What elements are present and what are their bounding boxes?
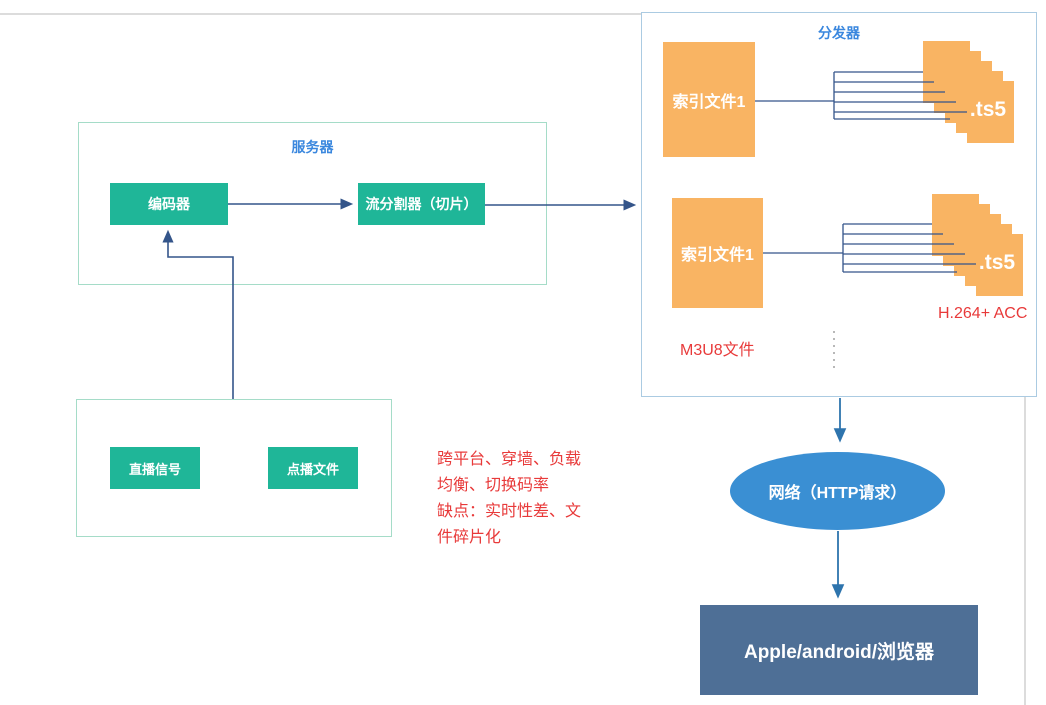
ts-file-label-1: .ts5	[969, 98, 1007, 121]
live-signal-node: 直播信号	[110, 447, 200, 489]
ts-sheet	[967, 81, 1014, 143]
note-line: 缺点：实时性差、文	[437, 503, 582, 520]
m3u8-note: M3U8文件	[680, 342, 755, 359]
index-file-node-2: 索引文件1	[672, 198, 763, 308]
ts-file-label-2: .ts5	[978, 251, 1016, 274]
encoder-node: 编码器	[110, 183, 228, 225]
ts-sheet	[976, 234, 1023, 296]
codec-note: H.264+ ACC	[938, 305, 1028, 322]
vod-file-node: 点播文件	[268, 447, 358, 489]
index-file-node-1: 索引文件1	[663, 42, 755, 157]
note-line: 件碎片化	[437, 529, 502, 546]
splitter-node: 流分割器（切片）	[358, 183, 485, 225]
distributor-group-title: 分发器	[818, 25, 860, 41]
client-node: Apple/android/浏览器	[700, 605, 978, 695]
server-group-title: 服务器	[291, 139, 334, 155]
page-edge-right-line	[1024, 397, 1026, 705]
network-node: 网络（HTTP请求）	[730, 452, 945, 530]
note-line: 跨平台、穿墙、负载	[437, 451, 582, 468]
page-edge-top-line	[0, 13, 641, 15]
pros-cons-note: 跨平台、穿墙、负载 均衡、切换码率 缺点：实时性差、文 件碎片化	[437, 447, 581, 551]
note-line: 均衡、切换码率	[437, 477, 550, 494]
